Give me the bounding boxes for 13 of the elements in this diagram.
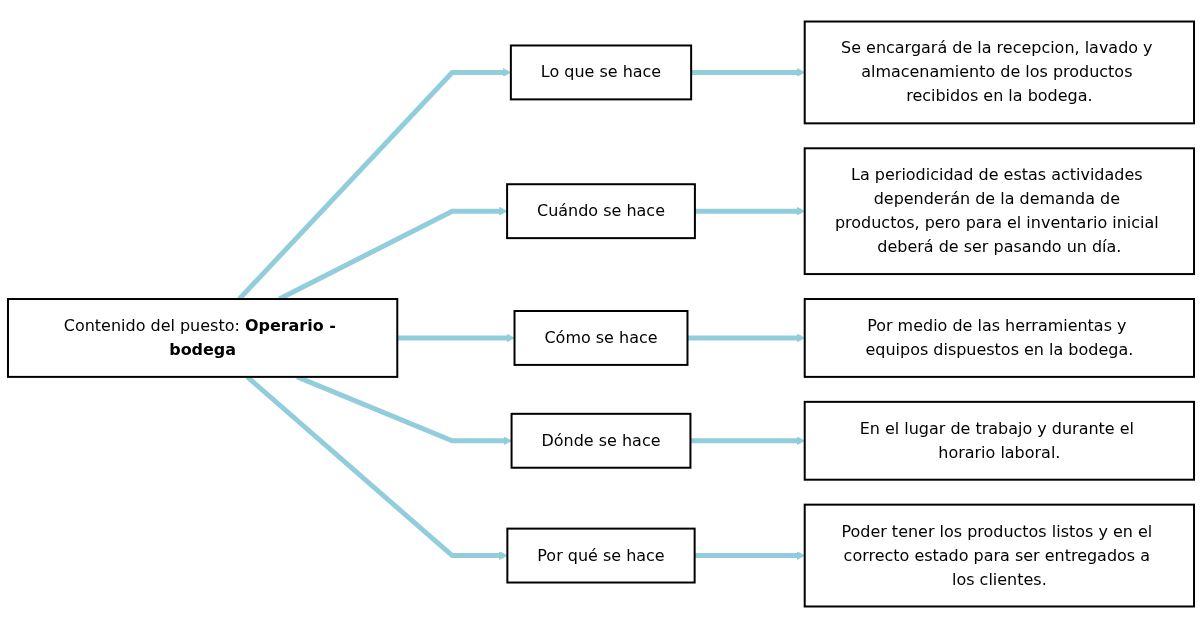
node-box: Por qué se hace <box>506 527 696 584</box>
node-box: Se encargará de la recepcion, lavado y almacenamiento de los productos recibidos en la bodega. <box>803 20 1195 125</box>
node-box: Por medio de las herramientas y equipos dispuestos en la bodega. <box>803 298 1195 378</box>
arrow <box>245 375 508 560</box>
node-box: La periodicidad de estas actividades dependerán de la demanda de productos, pero para el inventario inicial deberá de ser pasando un día. <box>803 147 1195 276</box>
arrow <box>397 333 515 343</box>
node-box: Poder tener los productos listos y en el correcto estado para ser entregados a los clientes. <box>803 503 1195 608</box>
node-box: Lo que se hace <box>509 44 693 101</box>
node-box: Dónde se hace <box>510 412 692 469</box>
node-box: Cuándo se hace <box>506 183 696 240</box>
node-box: Cómo se hace <box>513 310 689 366</box>
node-box: En el lugar de trabajo y durante el horario laboral. <box>803 400 1195 481</box>
node-box: Contenido del puesto: Operario - bodega <box>7 298 399 378</box>
